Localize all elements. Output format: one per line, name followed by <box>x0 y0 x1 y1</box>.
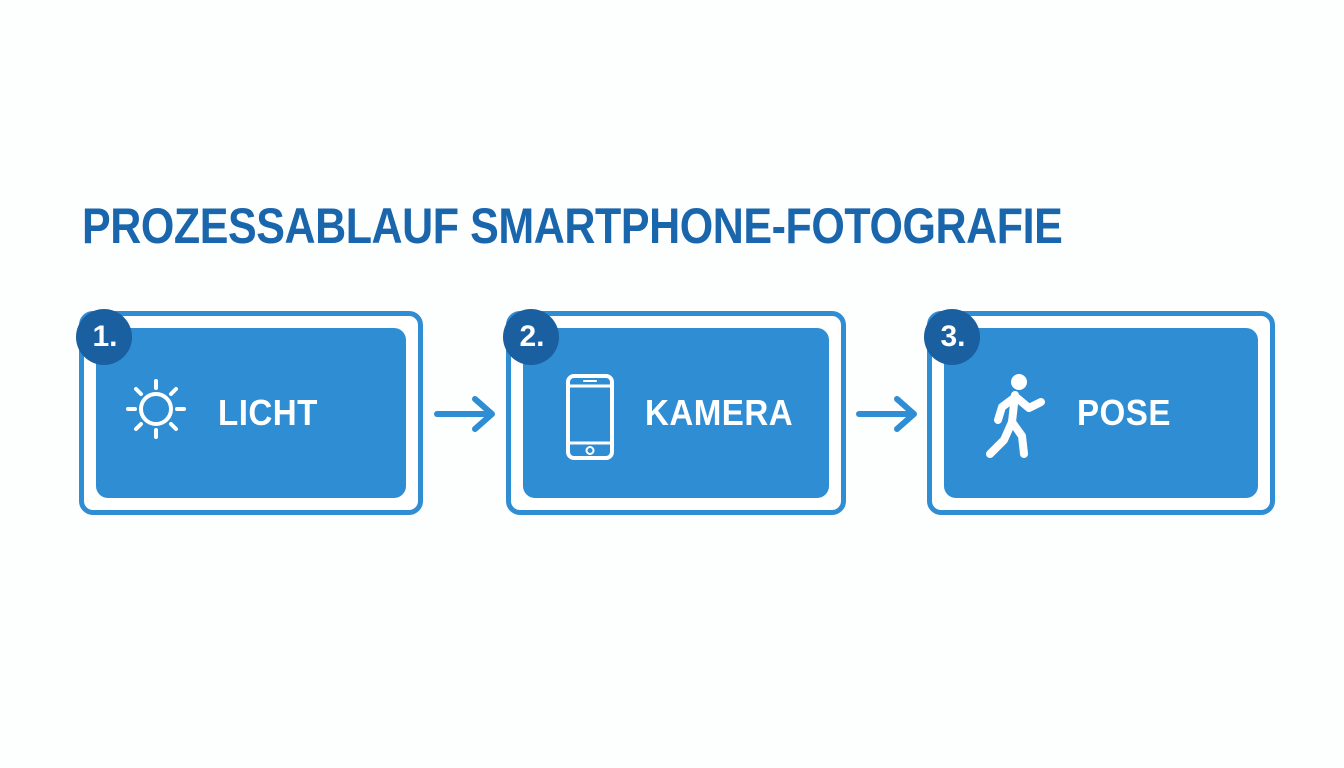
step-label: POSE <box>1077 392 1171 433</box>
page-title: PROZESSABLAUF SMARTPHONE-FOTOGRAFIE <box>82 198 1063 254</box>
step-box-pose: POSE 3. <box>924 309 1275 515</box>
step-number-badge: 2. <box>503 309 559 365</box>
step-label: KAMERA <box>645 392 794 433</box>
arrow-right-icon <box>856 396 917 432</box>
step-number-badge: 1. <box>76 309 132 365</box>
sun-icon <box>125 378 187 445</box>
step-panel: POSE <box>944 328 1258 498</box>
step-panel: KAMERA <box>523 328 829 498</box>
walking-person-icon <box>984 372 1054 467</box>
step-panel: LICHT <box>96 328 406 498</box>
step-label: LICHT <box>218 392 318 433</box>
step-number-badge: 3. <box>924 309 980 365</box>
step-box-licht: LICHT 1. <box>76 309 423 515</box>
smartphone-icon <box>565 373 615 466</box>
arrow-right-icon <box>434 396 495 432</box>
step-box-kamera: KAMERA 2. <box>503 309 846 515</box>
